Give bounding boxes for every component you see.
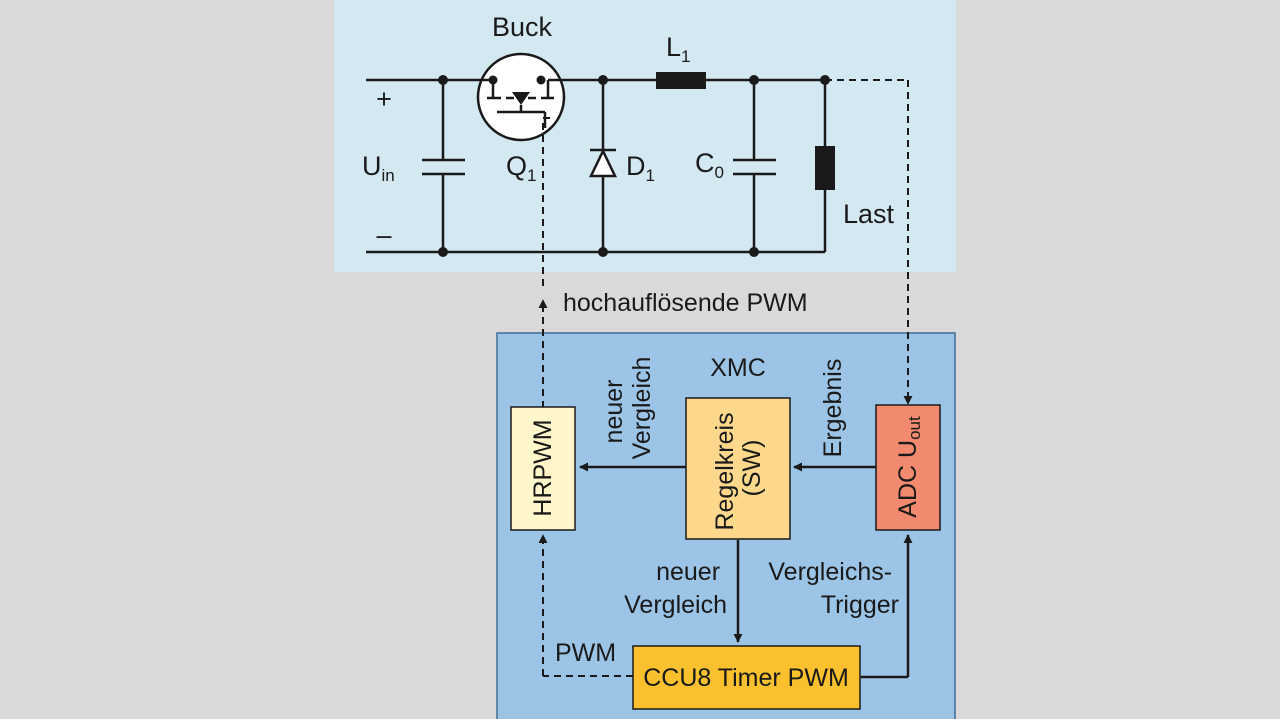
d1-label: D1 <box>626 151 655 185</box>
buck-title: Buck <box>492 12 553 42</box>
pwm-label: PWM <box>555 639 616 667</box>
output-capacitor-symbol <box>733 158 776 176</box>
q1-label: Q1 <box>506 151 536 185</box>
hrpwm-label: HRPWM <box>529 419 557 516</box>
neuer-vergleich-top-label: neuer Vergleich <box>600 357 656 460</box>
signal-arrows <box>579 462 913 679</box>
regelkreis-label: Regelkreis (SW) <box>711 405 766 530</box>
c0-label: C0 <box>695 148 724 182</box>
high-resolution-pwm-label: hochauflösende PWM <box>563 289 808 317</box>
ccu8-timer-label: CCU8 Timer PWM <box>643 664 849 692</box>
hrpwm-block <box>510 406 576 531</box>
circuit-panel <box>334 0 956 272</box>
ergebnis-label: Ergebnis <box>819 359 847 458</box>
mosfet-q1-symbol <box>476 52 566 142</box>
inductor-l1-symbol <box>656 72 706 89</box>
adc-label: ADC Uout <box>894 416 924 518</box>
junction-dots <box>438 75 830 257</box>
xmc-title: XMC <box>710 354 766 382</box>
input-voltage-label: Uin <box>362 151 395 185</box>
load-label: Last <box>843 199 895 229</box>
load-resistor-symbol <box>815 146 835 190</box>
feedback-dashed-lines <box>538 79 913 677</box>
minus-terminal-label: – <box>376 220 391 250</box>
regelkreis-block <box>685 397 791 540</box>
neuer-vergleich-bottom-label: neuer Vergleich <box>624 558 727 619</box>
diode-d1-symbol <box>589 148 617 178</box>
plus-terminal-label: + <box>376 84 392 114</box>
l1-label: L1 <box>666 32 691 66</box>
ccu8-timer-block <box>632 645 861 710</box>
vergleichs-trigger-label: Vergleichs- Trigger <box>768 558 899 619</box>
adc-block <box>875 404 941 531</box>
input-capacitor-symbol <box>422 158 465 176</box>
